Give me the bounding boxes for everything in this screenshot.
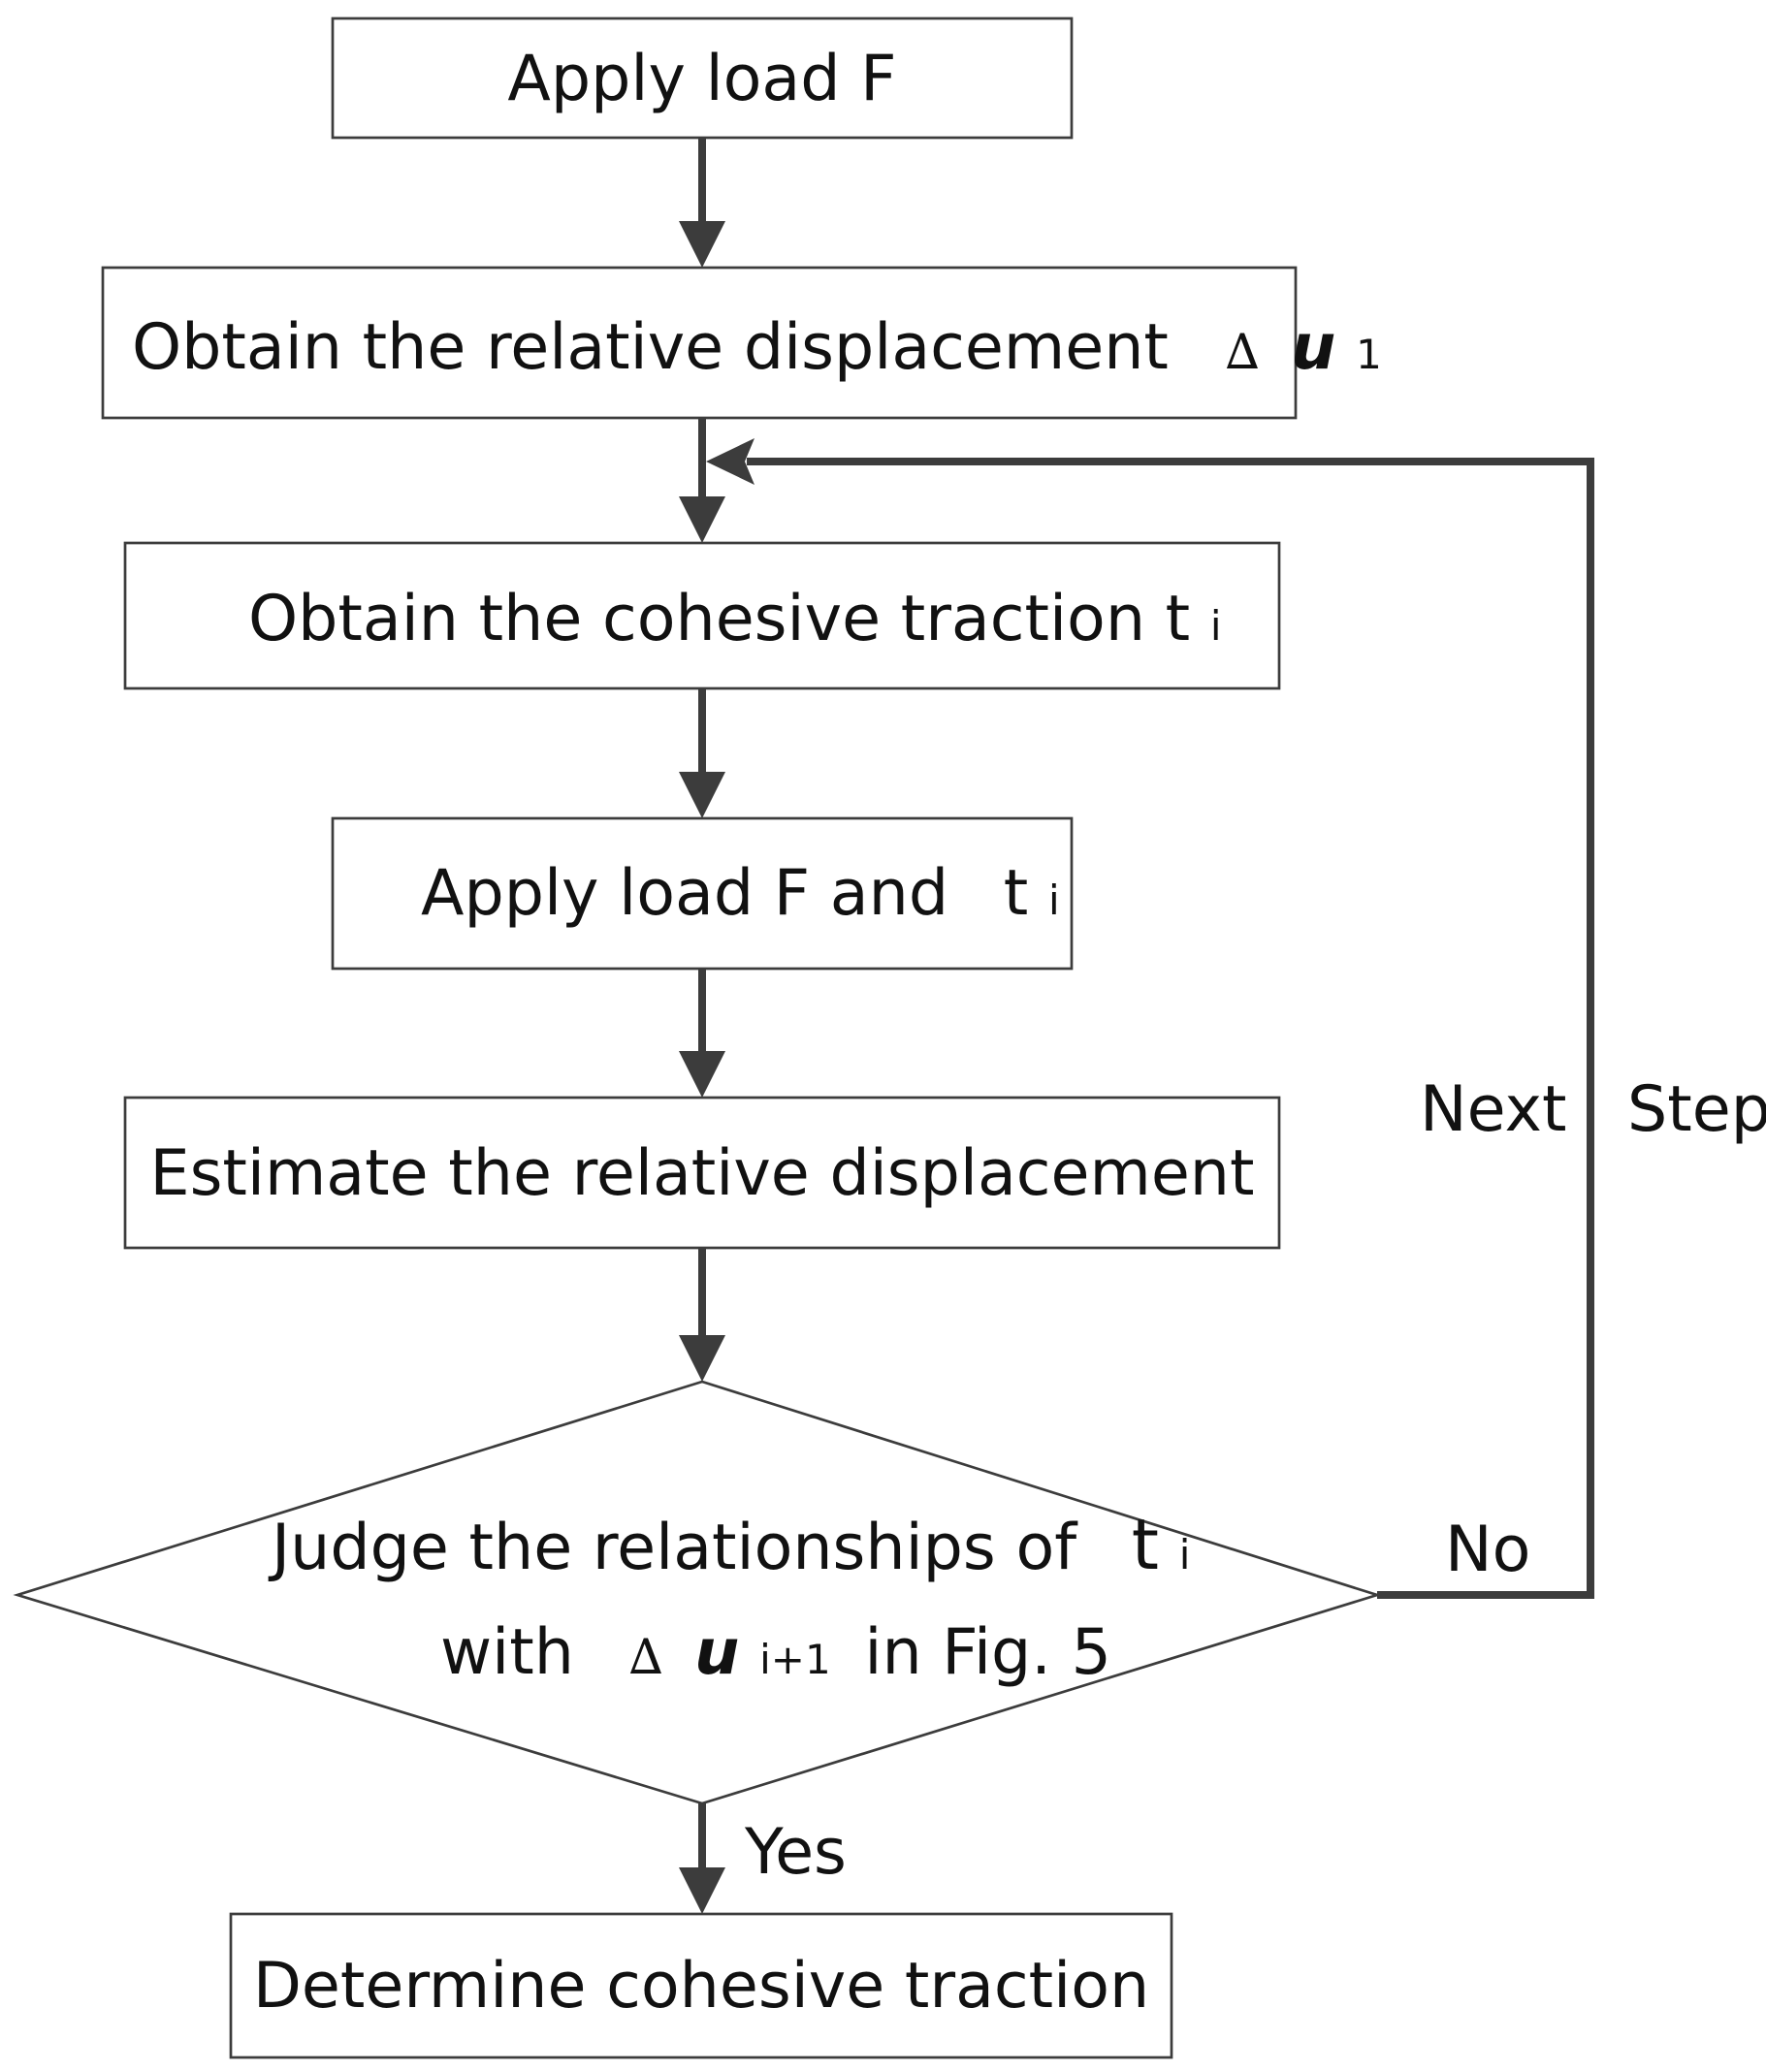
determine-traction-box	[229, 1912, 1173, 2059]
connector-5-arrowhead	[679, 1335, 725, 1382]
judge-line2-text: with	[440, 1616, 574, 1689]
judge-line2-tail: in Fig. 5	[864, 1616, 1111, 1689]
determine-traction-label: Determine cohesive traction	[253, 1950, 1149, 2023]
feedback-loop-line	[747, 458, 1594, 1599]
judge-line2: with ∆ u i+1 in Fig. 5	[440, 1616, 1111, 1689]
yes-label: Yes	[744, 1816, 847, 1889]
judge-decision-diamond	[13, 1380, 1382, 1805]
obtain-displacement-box	[101, 266, 1298, 420]
connector-4-arrowhead	[679, 1051, 725, 1098]
estimate-displacement-label: Estimate the relative displacement	[150, 1137, 1255, 1210]
judge-t-subscript: i	[1179, 1531, 1191, 1578]
connector-yes-arrowhead	[679, 1867, 725, 1914]
obtain-traction-label: Obtain the cohesive traction t i	[248, 583, 1222, 655]
apply-load-traction-label: Apply load F and t i	[421, 857, 1060, 930]
obtain-traction-box	[123, 541, 1281, 690]
feedback-arrowhead	[706, 438, 755, 485]
judge-delta-symbol: ∆	[629, 1629, 663, 1685]
connector-1-arrowhead	[679, 221, 725, 268]
step-label: Step	[1627, 1073, 1766, 1146]
next-label: Next	[1420, 1073, 1566, 1146]
u-subscript: 1	[1356, 331, 1382, 378]
obtain-traction-text: Obtain the cohesive traction t	[248, 583, 1190, 655]
delta-symbol: ∆	[1226, 324, 1260, 380]
apply-load-traction-text: Apply load F and	[421, 857, 948, 930]
t-variable: t	[1004, 857, 1029, 930]
connector-3-arrowhead	[679, 772, 725, 818]
judge-line1-text: Judge the relationships of	[268, 1512, 1078, 1584]
obtain-displacement-text: Obtain the relative displacement	[132, 311, 1169, 384]
estimate-displacement-box	[123, 1096, 1281, 1250]
judge-u-subscript: i+1	[759, 1636, 831, 1683]
t-subscript: i	[1048, 877, 1060, 924]
u-variable: u	[1291, 311, 1335, 384]
judge-line1: Judge the relationships of t i	[268, 1504, 1190, 1585]
traction-subscript: i	[1210, 602, 1222, 650]
judge-t-variable: t	[1132, 1504, 1159, 1585]
apply-load-box	[331, 16, 1074, 140]
connector-2-arrowhead	[679, 496, 725, 543]
judge-u-variable: u	[694, 1616, 739, 1689]
no-label: No	[1445, 1514, 1530, 1586]
apply-load-label: Apply load F	[507, 43, 896, 115]
obtain-displacement-label: Obtain the relative displacement ∆ u 1	[132, 311, 1382, 384]
apply-load-traction-box	[331, 816, 1074, 971]
